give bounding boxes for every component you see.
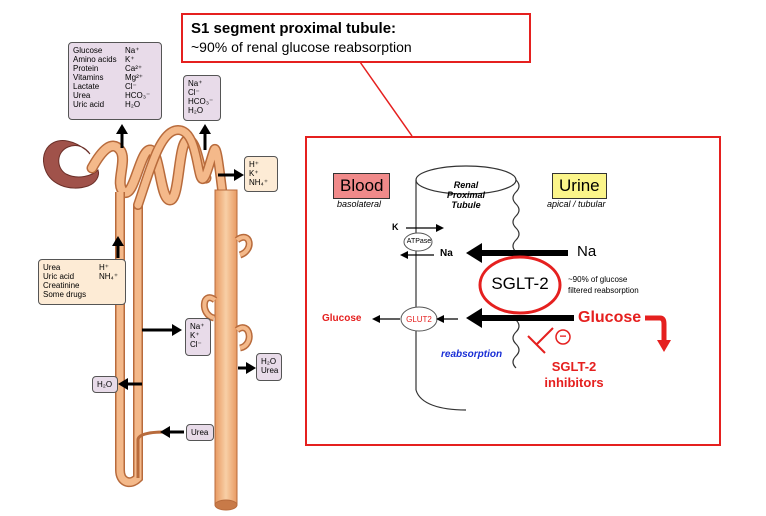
title-callout: S1 segment proximal tubule: ~90% of rena… bbox=[181, 13, 531, 63]
glut2-label: GLUT2 bbox=[406, 315, 432, 324]
blood-sub-label: basolateral bbox=[337, 199, 382, 209]
atpase-label: ATPase bbox=[406, 238, 432, 245]
urine-sub-label: apical / tubular bbox=[547, 199, 606, 209]
atpase-pump bbox=[403, 232, 433, 252]
distal-reabsorbed-box: Na⁺Cl⁻ HCO₃⁻H₂O bbox=[183, 75, 221, 121]
urea-bottom-box: Urea bbox=[186, 424, 214, 441]
sglt2-inhibitors-label: SGLT-2 inhibitors bbox=[544, 359, 604, 390]
sglt2-transporter bbox=[478, 255, 562, 315]
arrow-left-icon bbox=[466, 243, 568, 263]
blood-label: Blood bbox=[333, 173, 391, 199]
title-line1: S1 segment proximal tubule: bbox=[191, 20, 397, 37]
arrow-left-icon bbox=[466, 308, 574, 328]
water-left-box: H₂O bbox=[92, 376, 118, 393]
arrow-right-icon bbox=[238, 362, 256, 374]
secreted-ions-box: H⁺K⁺NH₄⁺ bbox=[244, 156, 278, 192]
sglt2-label: SGLT-2 bbox=[491, 274, 549, 293]
inhibition-symbol-icon bbox=[527, 327, 571, 354]
tubule-label: Renal Proximal Tubule bbox=[446, 180, 486, 210]
urine-label: Urine bbox=[552, 173, 607, 199]
arrow-right-icon bbox=[142, 324, 182, 336]
title-line2: ~90% of renal glucose reabsorption bbox=[191, 39, 412, 55]
callout-line bbox=[359, 61, 413, 137]
inhibitor-symbol: − bbox=[559, 329, 567, 343]
sglt2-note: ~90% of glucose filtered reabsorption bbox=[568, 275, 639, 295]
glucose-left-label: Glucose bbox=[322, 313, 362, 324]
na-right-label: Na bbox=[577, 243, 597, 260]
k-label: K bbox=[392, 222, 399, 232]
reabsorption-label: reabsorption bbox=[441, 349, 503, 360]
arrow-up-icon bbox=[116, 124, 128, 148]
arrow-left-icon bbox=[118, 378, 142, 390]
loop-reabsorbed-box: Na⁺K⁺Cl⁻ bbox=[185, 318, 211, 356]
glucose-right-label: Glucose bbox=[578, 309, 642, 326]
arrow-left-icon bbox=[160, 426, 184, 438]
arrow-up-icon bbox=[199, 124, 211, 150]
na-left-label: Na bbox=[440, 248, 453, 259]
glomerulus-capsule bbox=[43, 140, 99, 189]
glucose-excretion-arrow bbox=[645, 315, 667, 342]
arrow-up-icon bbox=[112, 236, 124, 258]
arrow-right-icon bbox=[218, 169, 244, 181]
